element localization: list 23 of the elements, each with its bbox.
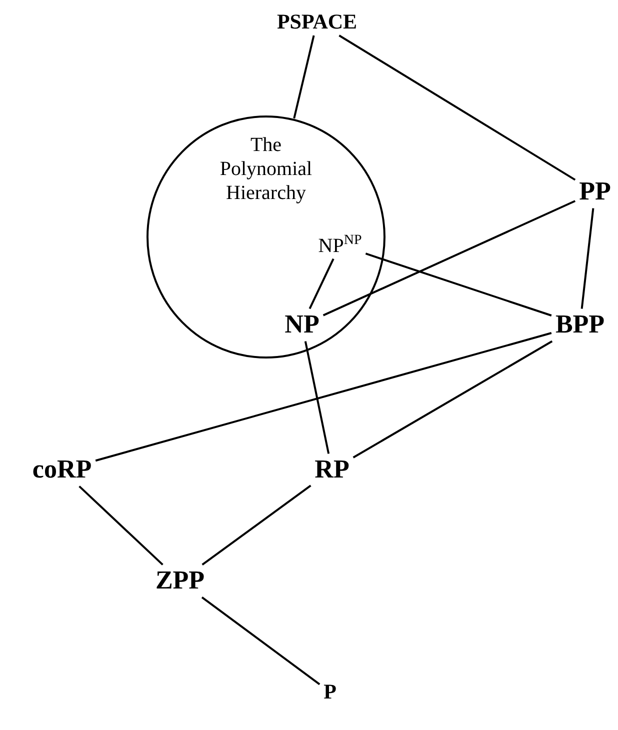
connector-line [338,34,576,181]
connector-line [304,341,330,454]
connector-line [201,596,320,686]
class-label: PP [575,176,615,208]
region-title: The Polynomial Hierarchy [218,133,314,205]
class-label: NP$^{NP}$ [314,231,366,259]
connector-line [365,252,552,316]
connector-line [95,332,552,462]
connector-line [580,208,594,309]
connector-line [308,258,334,310]
class-label: BPP [551,308,609,342]
connector-line [202,484,312,566]
class-label: P [320,678,340,706]
class-label: PSPACE [272,8,362,36]
connector-line [293,35,315,119]
connector-line [322,200,576,316]
class-label: ZPP [151,564,209,598]
connector-line [78,486,164,566]
ellipse-region [146,115,386,359]
class-label: coRP [28,454,96,486]
class-label: NP [280,308,324,342]
connector-line [352,340,553,458]
class-label: RP [310,454,354,486]
